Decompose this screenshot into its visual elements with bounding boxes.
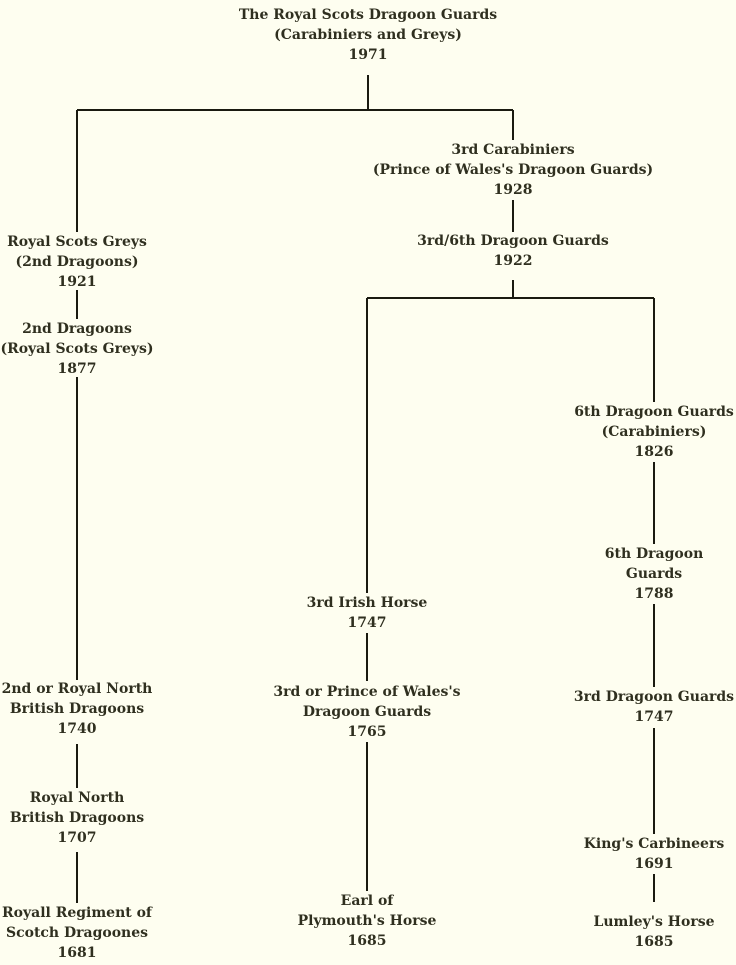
- node-subtitle: Scotch Dragoones: [5, 925, 149, 941]
- node-title: The Royal Scots Dragoon Guards: [238, 7, 498, 23]
- node-year: 1877: [57, 361, 97, 377]
- node-subtitle: (2nd Dragoons): [15, 254, 139, 270]
- node-title: Royal North: [29, 790, 125, 806]
- node-subtitle: (Royal Scots Greys): [0, 341, 154, 357]
- node-subtitle: British Dragoons: [9, 810, 145, 826]
- node-2nd-dragoons: 2nd Dragoons (Royal Scots Greys) 1877: [0, 319, 154, 379]
- node-6th-dragoon-guards-carabiniers: 6th Dragoon Guards (Carabiniers) 1826: [569, 402, 736, 462]
- node-subtitle: (Prince of Wales's Dragoon Guards): [372, 162, 654, 178]
- node-title: 3rd Irish Horse: [306, 595, 428, 611]
- node-earl-of-plymouths-horse: Earl of Plymouth's Horse 1685: [282, 891, 452, 951]
- node-royal-north-british-dragoons: Royal North British Dragoons 1707: [0, 788, 154, 848]
- node-6th-dragoon-guards: 6th Dragoon Guards 1788: [569, 544, 736, 604]
- node-year: 1707: [57, 830, 97, 846]
- node-lumleys-horse: Lumley's Horse 1685: [569, 912, 736, 952]
- connector-root-split: [76, 75, 514, 232]
- node-year: 1685: [347, 933, 387, 949]
- node-2nd-royal-north-british-dragoons: 2nd or Royal North British Dragoons 1740: [0, 679, 154, 739]
- node-royal-scots-dragoon-guards: The Royal Scots Dragoon Guards (Carabini…: [218, 5, 518, 65]
- node-3rd-irish-horse: 3rd Irish Horse 1747: [282, 593, 452, 633]
- node-year: 1971: [348, 47, 388, 63]
- node-year: 1681: [57, 945, 97, 961]
- node-subtitle: Dragoon Guards: [302, 704, 432, 720]
- node-3rd-carabiniers: 3rd Carabiniers (Prince of Wales's Drago…: [363, 140, 663, 200]
- node-year: 1765: [347, 724, 387, 740]
- node-subtitle: (Carabiniers and Greys): [274, 27, 462, 43]
- node-title: Earl of: [340, 893, 394, 909]
- node-title: 3rd or Prince of Wales's: [273, 684, 461, 700]
- node-title: 3rd Carabiniers: [451, 142, 575, 158]
- node-year: 1685: [634, 934, 674, 950]
- node-title: 6th Dragoon: [604, 546, 704, 562]
- node-subtitle: Plymouth's Horse: [297, 913, 437, 929]
- node-title: Lumley's Horse: [593, 914, 715, 930]
- node-title: Royall Regiment of: [2, 905, 152, 921]
- connector-dg36-split: [366, 280, 655, 593]
- node-title: King's Carbineers: [583, 836, 725, 852]
- node-year: 1922: [493, 253, 533, 269]
- node-kings-carbineers: King's Carbineers 1691: [569, 834, 736, 874]
- node-year: 1921: [57, 274, 97, 290]
- node-title: 6th Dragoon Guards: [574, 404, 734, 420]
- node-year: 1747: [347, 615, 387, 631]
- node-year: 1928: [493, 182, 533, 198]
- node-subtitle: (Carabiniers): [601, 424, 707, 440]
- node-year: 1747: [634, 709, 674, 725]
- node-year: 1788: [634, 586, 674, 602]
- node-subtitle: Guards: [625, 566, 683, 582]
- node-title: 2nd Dragoons: [22, 321, 132, 337]
- node-title: Royal Scots Greys: [7, 234, 147, 250]
- node-year: 1826: [634, 444, 674, 460]
- node-title: 3rd/6th Dragoon Guards: [417, 233, 609, 249]
- node-year: 1691: [634, 856, 674, 872]
- node-royal-scots-greys: Royal Scots Greys (2nd Dragoons) 1921: [0, 232, 154, 292]
- node-year: 1740: [57, 721, 97, 737]
- node-3rd-prince-of-wales-dragoon-guards: 3rd or Prince of Wales's Dragoon Guards …: [257, 682, 477, 742]
- node-title: 3rd Dragoon Guards: [573, 689, 735, 705]
- node-subtitle: British Dragoons: [9, 701, 145, 717]
- node-3rd-dragoon-guards: 3rd Dragoon Guards 1747: [569, 687, 736, 727]
- node-royall-regiment-scotch-dragoones: Royall Regiment of Scotch Dragoones 1681: [0, 903, 154, 963]
- node-title: 2nd or Royal North: [1, 681, 153, 697]
- node-3rd-6th-dragoon-guards: 3rd/6th Dragoon Guards 1922: [403, 231, 623, 271]
